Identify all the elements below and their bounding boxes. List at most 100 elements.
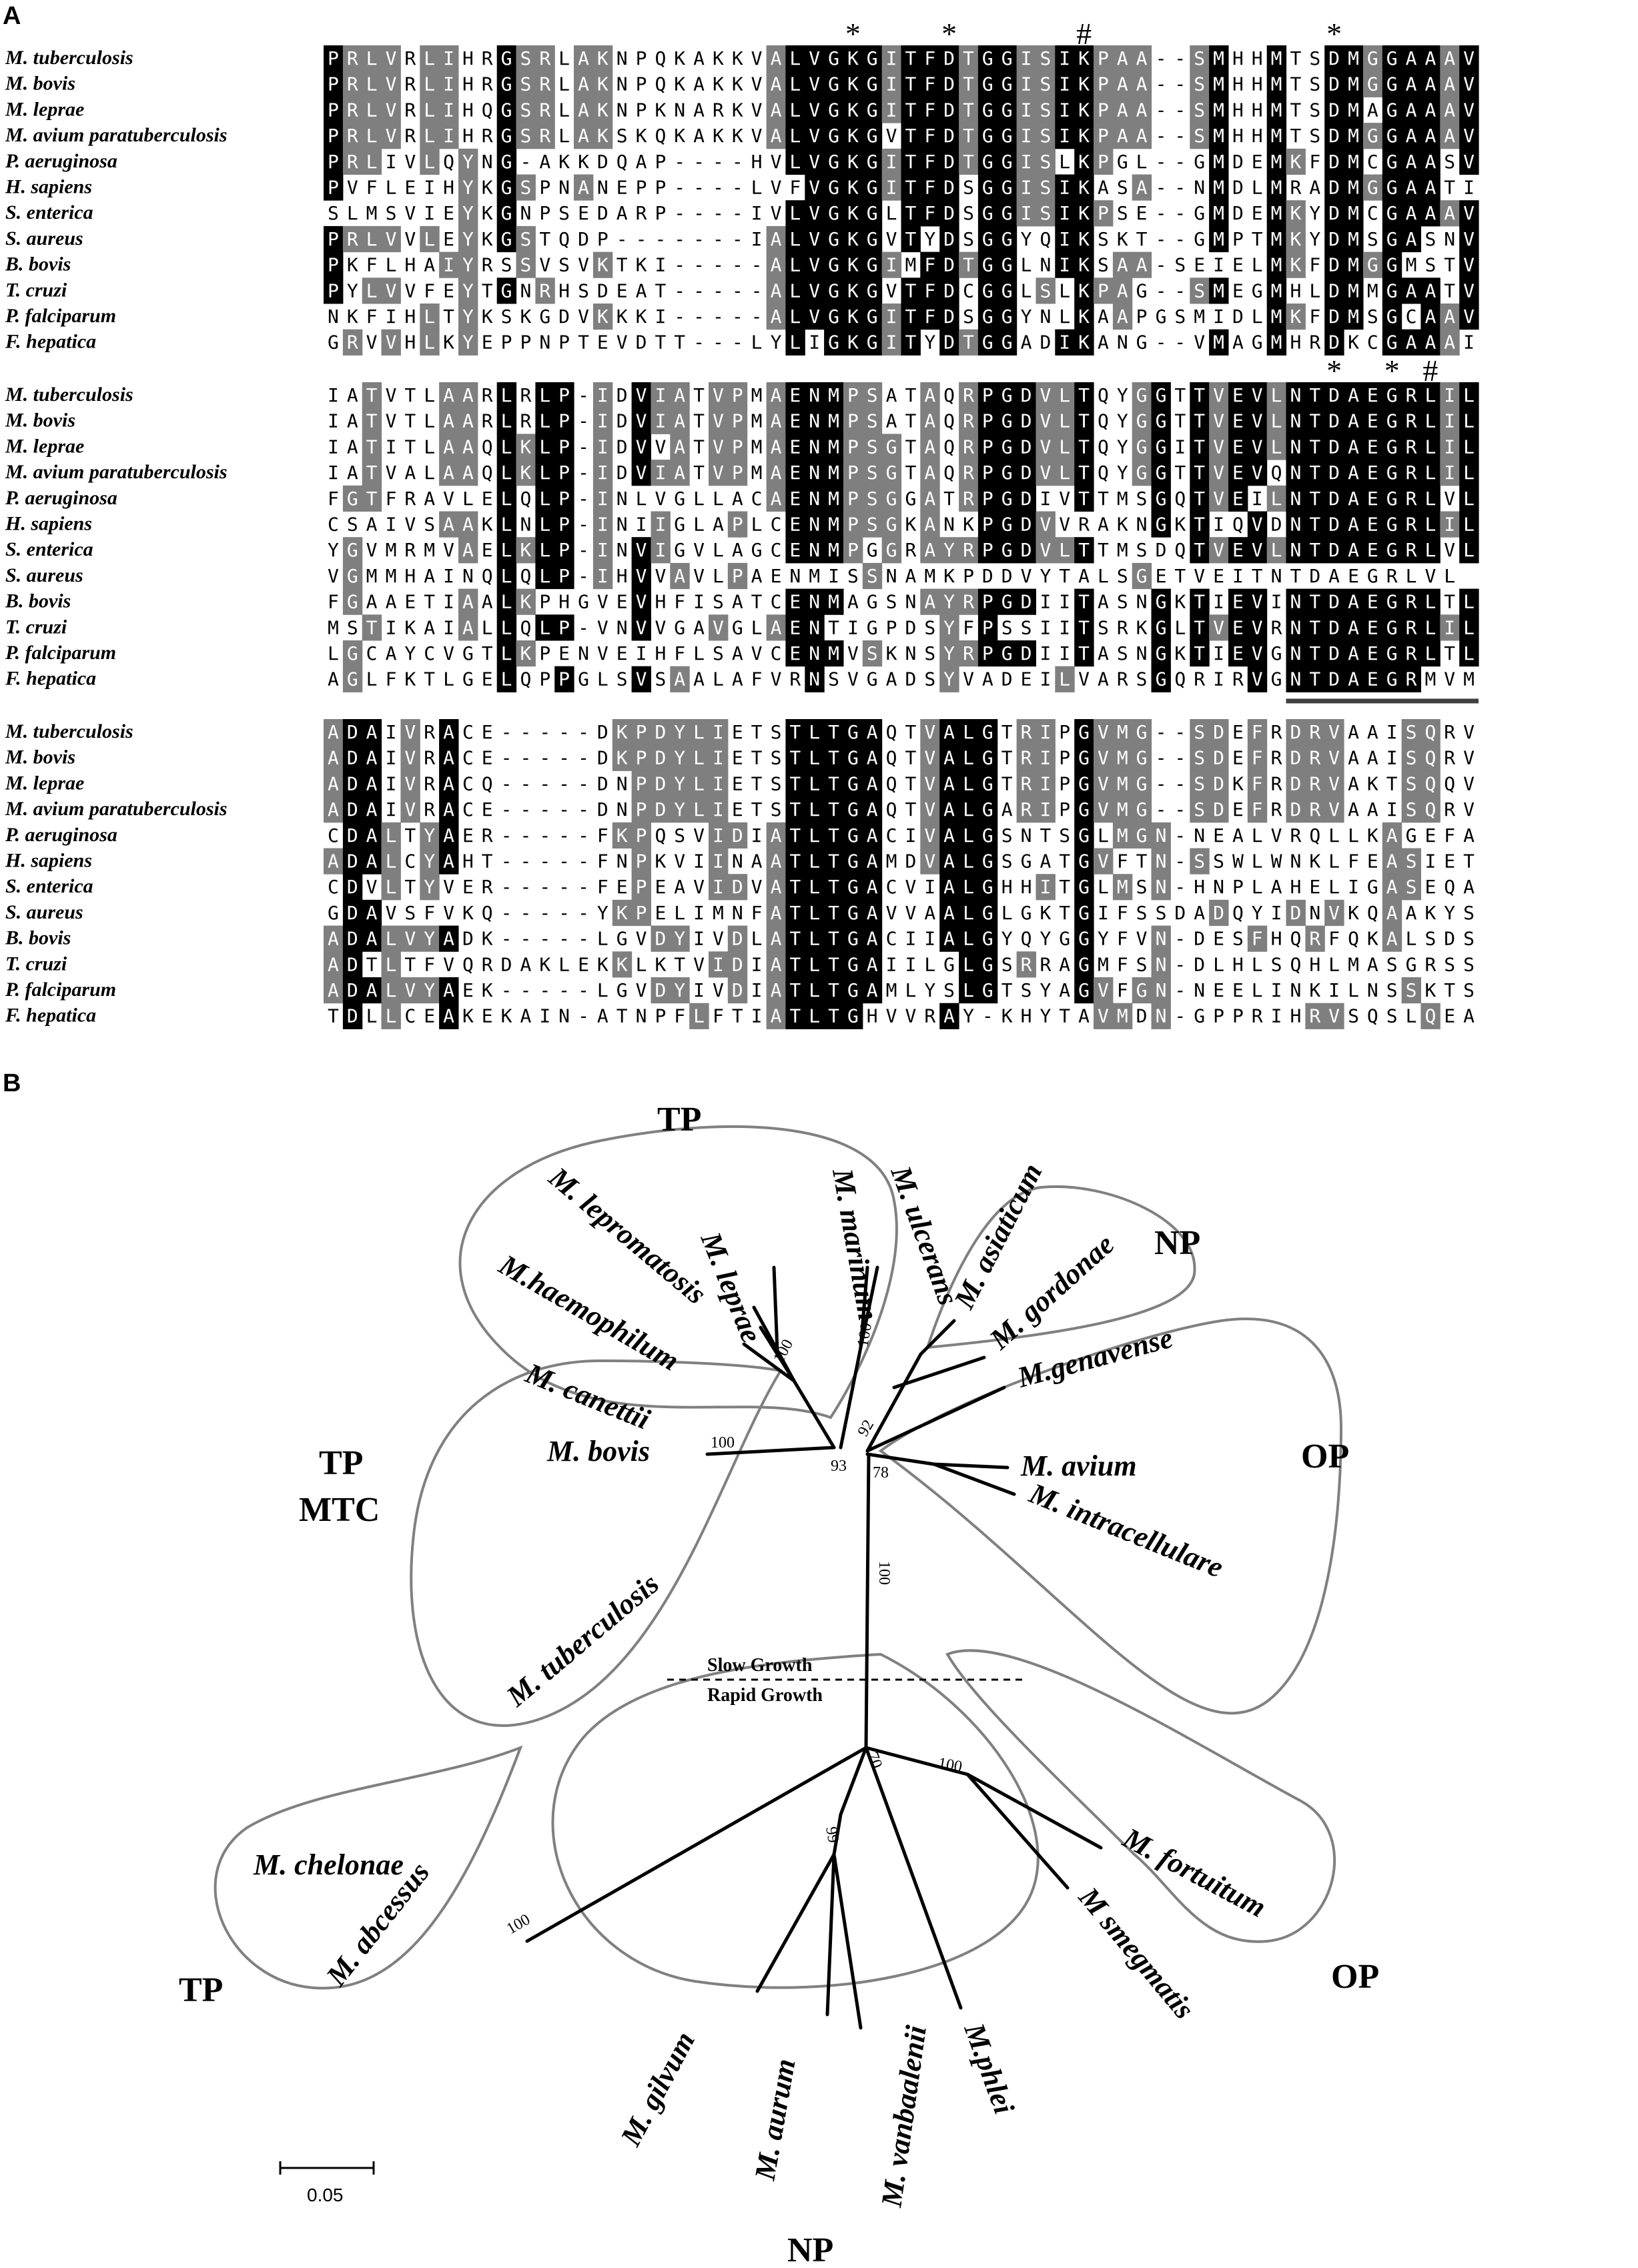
residue: L [366,279,378,302]
residue: V [404,151,416,173]
residue: S [1117,591,1128,613]
residue: V [404,747,416,769]
residue: - [1174,747,1186,769]
residue: R [1386,565,1398,587]
residue: A [443,462,454,484]
residue: G [828,47,839,69]
residue: A [771,902,782,924]
residue: I [713,747,724,769]
residue: A [347,436,358,458]
residue: R [482,876,493,898]
residue: D [1136,1005,1148,1027]
residue: I [1059,642,1070,664]
residue: G [828,177,839,199]
residue: S [963,306,974,328]
residue-shade [901,148,921,175]
residue: E [1232,642,1244,664]
branch-slow-rapid-stem [864,1452,871,1750]
residue: A [1406,228,1417,250]
residue-shade [439,123,459,149]
residue: I [713,876,724,898]
residue: L [789,306,801,328]
residue: R [1406,462,1417,484]
residue-shade [1344,174,1364,201]
residue: T [1136,851,1148,873]
residue-shade [1074,251,1094,278]
residue: P [539,642,550,664]
residue: I [713,824,724,846]
residue: Y [924,332,935,354]
residue: L [1406,928,1417,950]
residue: S [1463,953,1475,975]
residue: A [771,824,782,846]
residue: A [443,747,454,769]
residue: I [886,177,897,199]
residue: N [809,616,820,638]
residue: S [1386,953,1398,975]
residue: V [1098,772,1109,794]
residue: I [886,953,897,975]
residue: V [404,721,416,743]
residue: D [1328,539,1340,561]
residue: E [1367,668,1378,690]
residue: P [982,514,993,536]
residue: I [1021,151,1032,173]
residue: L [751,514,763,536]
residue: K [1367,772,1378,794]
residue: E [1367,514,1378,536]
residue: S [1156,902,1167,924]
residue: Q [1290,953,1301,975]
residue: M [1348,279,1359,302]
residue: A [771,279,782,302]
residue: C [1367,202,1378,224]
residue: L [751,616,763,638]
residue: K [636,125,647,147]
residue: K [482,202,493,224]
residue: Y [347,279,358,302]
residue: - [1174,772,1186,794]
residue: L [1059,539,1070,561]
residue: I [751,228,763,250]
residue: L [443,668,454,690]
residue: M [328,616,339,638]
residue: T [905,202,916,224]
residue: I [1040,721,1051,743]
residue: I [886,332,897,354]
residue-shade [1382,200,1402,227]
residue: V [924,824,935,846]
residue: L [366,1005,378,1027]
residue: M [1213,47,1224,69]
residue: T [905,177,916,199]
residue: - [674,306,685,328]
residue-shade [1362,45,1383,72]
residue: S [1194,747,1205,769]
residue: N [1290,979,1301,1001]
residue: R [482,73,493,95]
residue: C [886,824,897,846]
residue: T [789,979,801,1001]
residue: R [539,279,550,302]
residue: L [1098,876,1109,898]
residue: L [558,125,570,147]
residue: P [982,642,993,664]
residue: M [1348,228,1359,250]
residue: R [404,539,416,561]
residue: R [963,488,974,510]
residue: - [1156,254,1167,276]
residue: - [578,928,589,950]
residue: A [424,616,435,638]
residue: F [963,616,974,638]
residue-shade [977,148,998,175]
residue-shade [574,45,594,72]
residue-shade [1112,97,1133,123]
residue-shade [939,200,959,227]
residue: S [328,202,339,224]
residue: F [597,876,608,898]
residue: G [886,514,897,536]
residue: I [1098,902,1109,924]
residue: Q [1232,514,1244,536]
residue: P [1232,228,1244,250]
residue: A [1444,125,1455,147]
residue-shade [1382,71,1402,97]
residue: Q [1098,462,1109,484]
